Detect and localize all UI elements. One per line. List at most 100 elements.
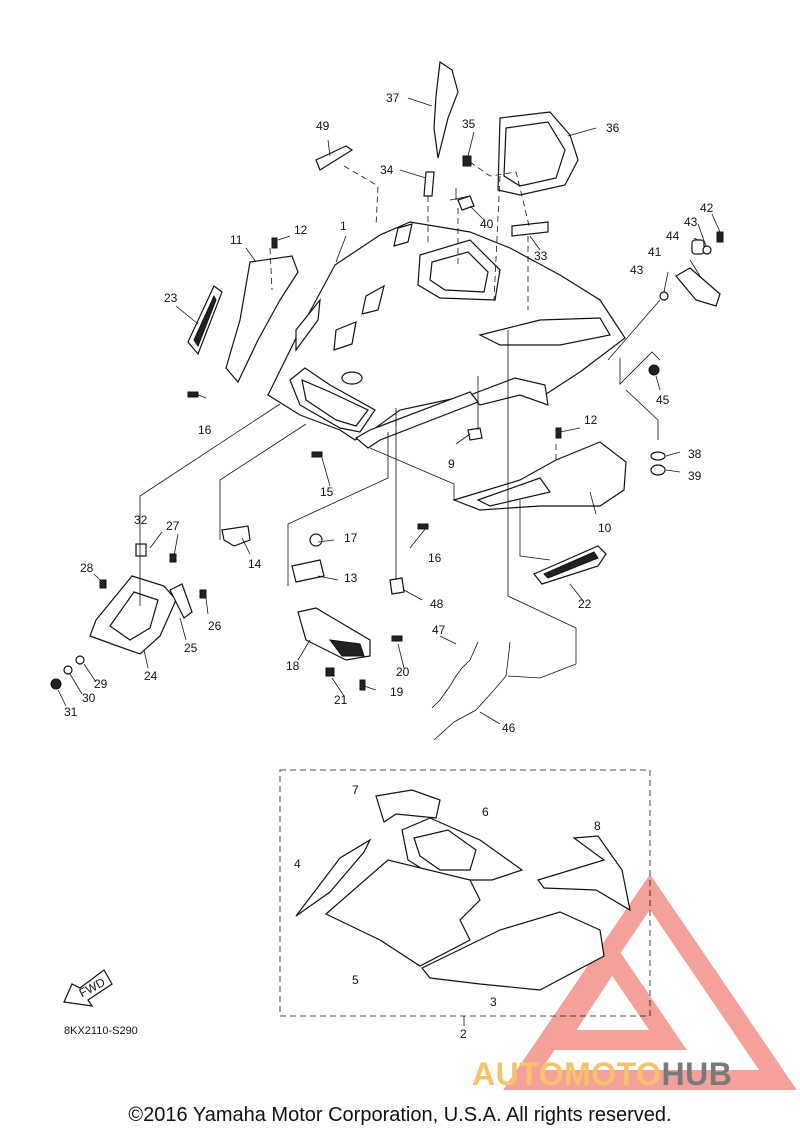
callout-4: 4 [294,857,301,871]
callout-7: 7 [352,783,359,797]
callout-35: 35 [462,117,476,131]
callout-39: 39 [688,469,702,483]
callout-18: 18 [286,659,300,673]
label-leaders [57,97,721,725]
callout-10: 10 [598,521,612,535]
windscreen-36-inner [503,121,566,187]
bolt-20 [391,635,403,642]
washer-29 [75,655,85,665]
diagram-code: 8KX2110-S290 [64,1025,138,1037]
collar-44 [691,239,705,255]
front-cowl [267,221,626,449]
bolt-12 [271,237,278,249]
callout-38: 38 [688,447,702,461]
cable-46 [433,641,511,741]
fwd-arrow: FWD [63,969,113,1007]
decal-3 [421,911,605,991]
callout-34: 34 [380,163,394,177]
bolt-35 [462,155,472,167]
callout-36: 36 [606,121,620,135]
callout-12-b: 12 [584,413,598,427]
bolt-16-b [417,523,429,530]
callout-45: 45 [656,393,670,407]
side-panel-11 [225,255,299,384]
callout-30: 30 [82,691,96,705]
clip-9 [467,427,483,441]
grille-22-mesh [543,551,599,579]
parts-diagram: FWD 8KX2110-S290 1 2 3 4 5 6 7 8 9 10 11… [50,60,797,1090]
nut-21 [325,667,335,677]
callout-15: 15 [320,485,334,499]
screw-42 [716,231,724,243]
lower-grille-18-mesh [328,639,365,657]
copyright-notice: ©2016 Yamaha Motor Corporation, U.S.A. A… [128,1104,672,1126]
callout-19: 19 [390,685,404,699]
bracket-33 [511,221,549,237]
washer-43 [702,245,712,255]
callout-29: 29 [94,677,108,691]
dashed-guides [269,161,557,460]
callout-25: 25 [184,641,198,655]
callout-16: 16 [198,423,212,437]
decal-6-inner [413,829,477,871]
callout-6: 6 [482,805,489,819]
callout-20: 20 [396,665,410,679]
bolt-12-b [555,427,562,439]
callout-26: 26 [208,619,222,633]
callout-24: 24 [144,669,158,683]
callout-43-b: 43 [630,263,644,277]
nut-17 [309,533,323,547]
bracket-14 [221,525,251,547]
screw-26 [199,589,207,599]
callout-42: 42 [700,201,714,215]
callout-23: 23 [164,291,178,305]
callout-16-b: 16 [428,551,442,565]
watermark-logo [503,874,797,1090]
nut-31 [50,678,62,690]
emblem-49 [315,145,354,171]
seal-25 [169,583,193,619]
callout-46: 46 [502,721,516,735]
decal-8 [537,835,631,912]
callout-31: 31 [64,705,78,719]
decal-4 [295,838,372,917]
callout-13: 13 [344,571,358,585]
callout-40: 40 [480,217,494,231]
callout-12: 12 [294,223,308,237]
callout-17: 17 [344,531,358,545]
callout-3: 3 [490,995,497,1009]
washer-30 [63,665,73,675]
watermark-brand-part2: HUB [661,1056,733,1092]
air-duct-24-inner [109,591,159,641]
callout-27: 27 [166,519,180,533]
clip-48 [389,577,405,595]
callout-2: 2 [460,1027,467,1041]
callout-14: 14 [248,557,262,571]
kit-box [279,769,651,1017]
callout-8: 8 [594,819,601,833]
bolt-19 [359,679,366,691]
callout-21: 21 [334,693,348,707]
bracket-13 [291,559,325,583]
bracket-34 [423,171,435,197]
screw-27 [169,553,177,563]
decal-7 [375,789,441,823]
callout-33: 33 [534,249,548,263]
nut-45 [648,364,660,376]
clip-32 [135,543,147,557]
lever-41 [675,267,721,307]
watermark-brand-part1: AUTOMOTO [472,1056,662,1092]
callout-9: 9 [448,457,455,471]
callout-44: 44 [666,229,680,243]
callout-43: 43 [684,215,698,229]
callout-11: 11 [230,233,243,247]
callout-48: 48 [430,597,444,611]
side-grille-23-mesh [193,294,217,348]
callout-41: 41 [648,245,662,259]
spring-47 [431,641,479,709]
callout-22: 22 [578,597,592,611]
grommet-38 [650,451,666,461]
callout-37: 37 [386,91,400,105]
screw-28 [99,579,107,589]
side-panel-10-inner [476,477,552,507]
